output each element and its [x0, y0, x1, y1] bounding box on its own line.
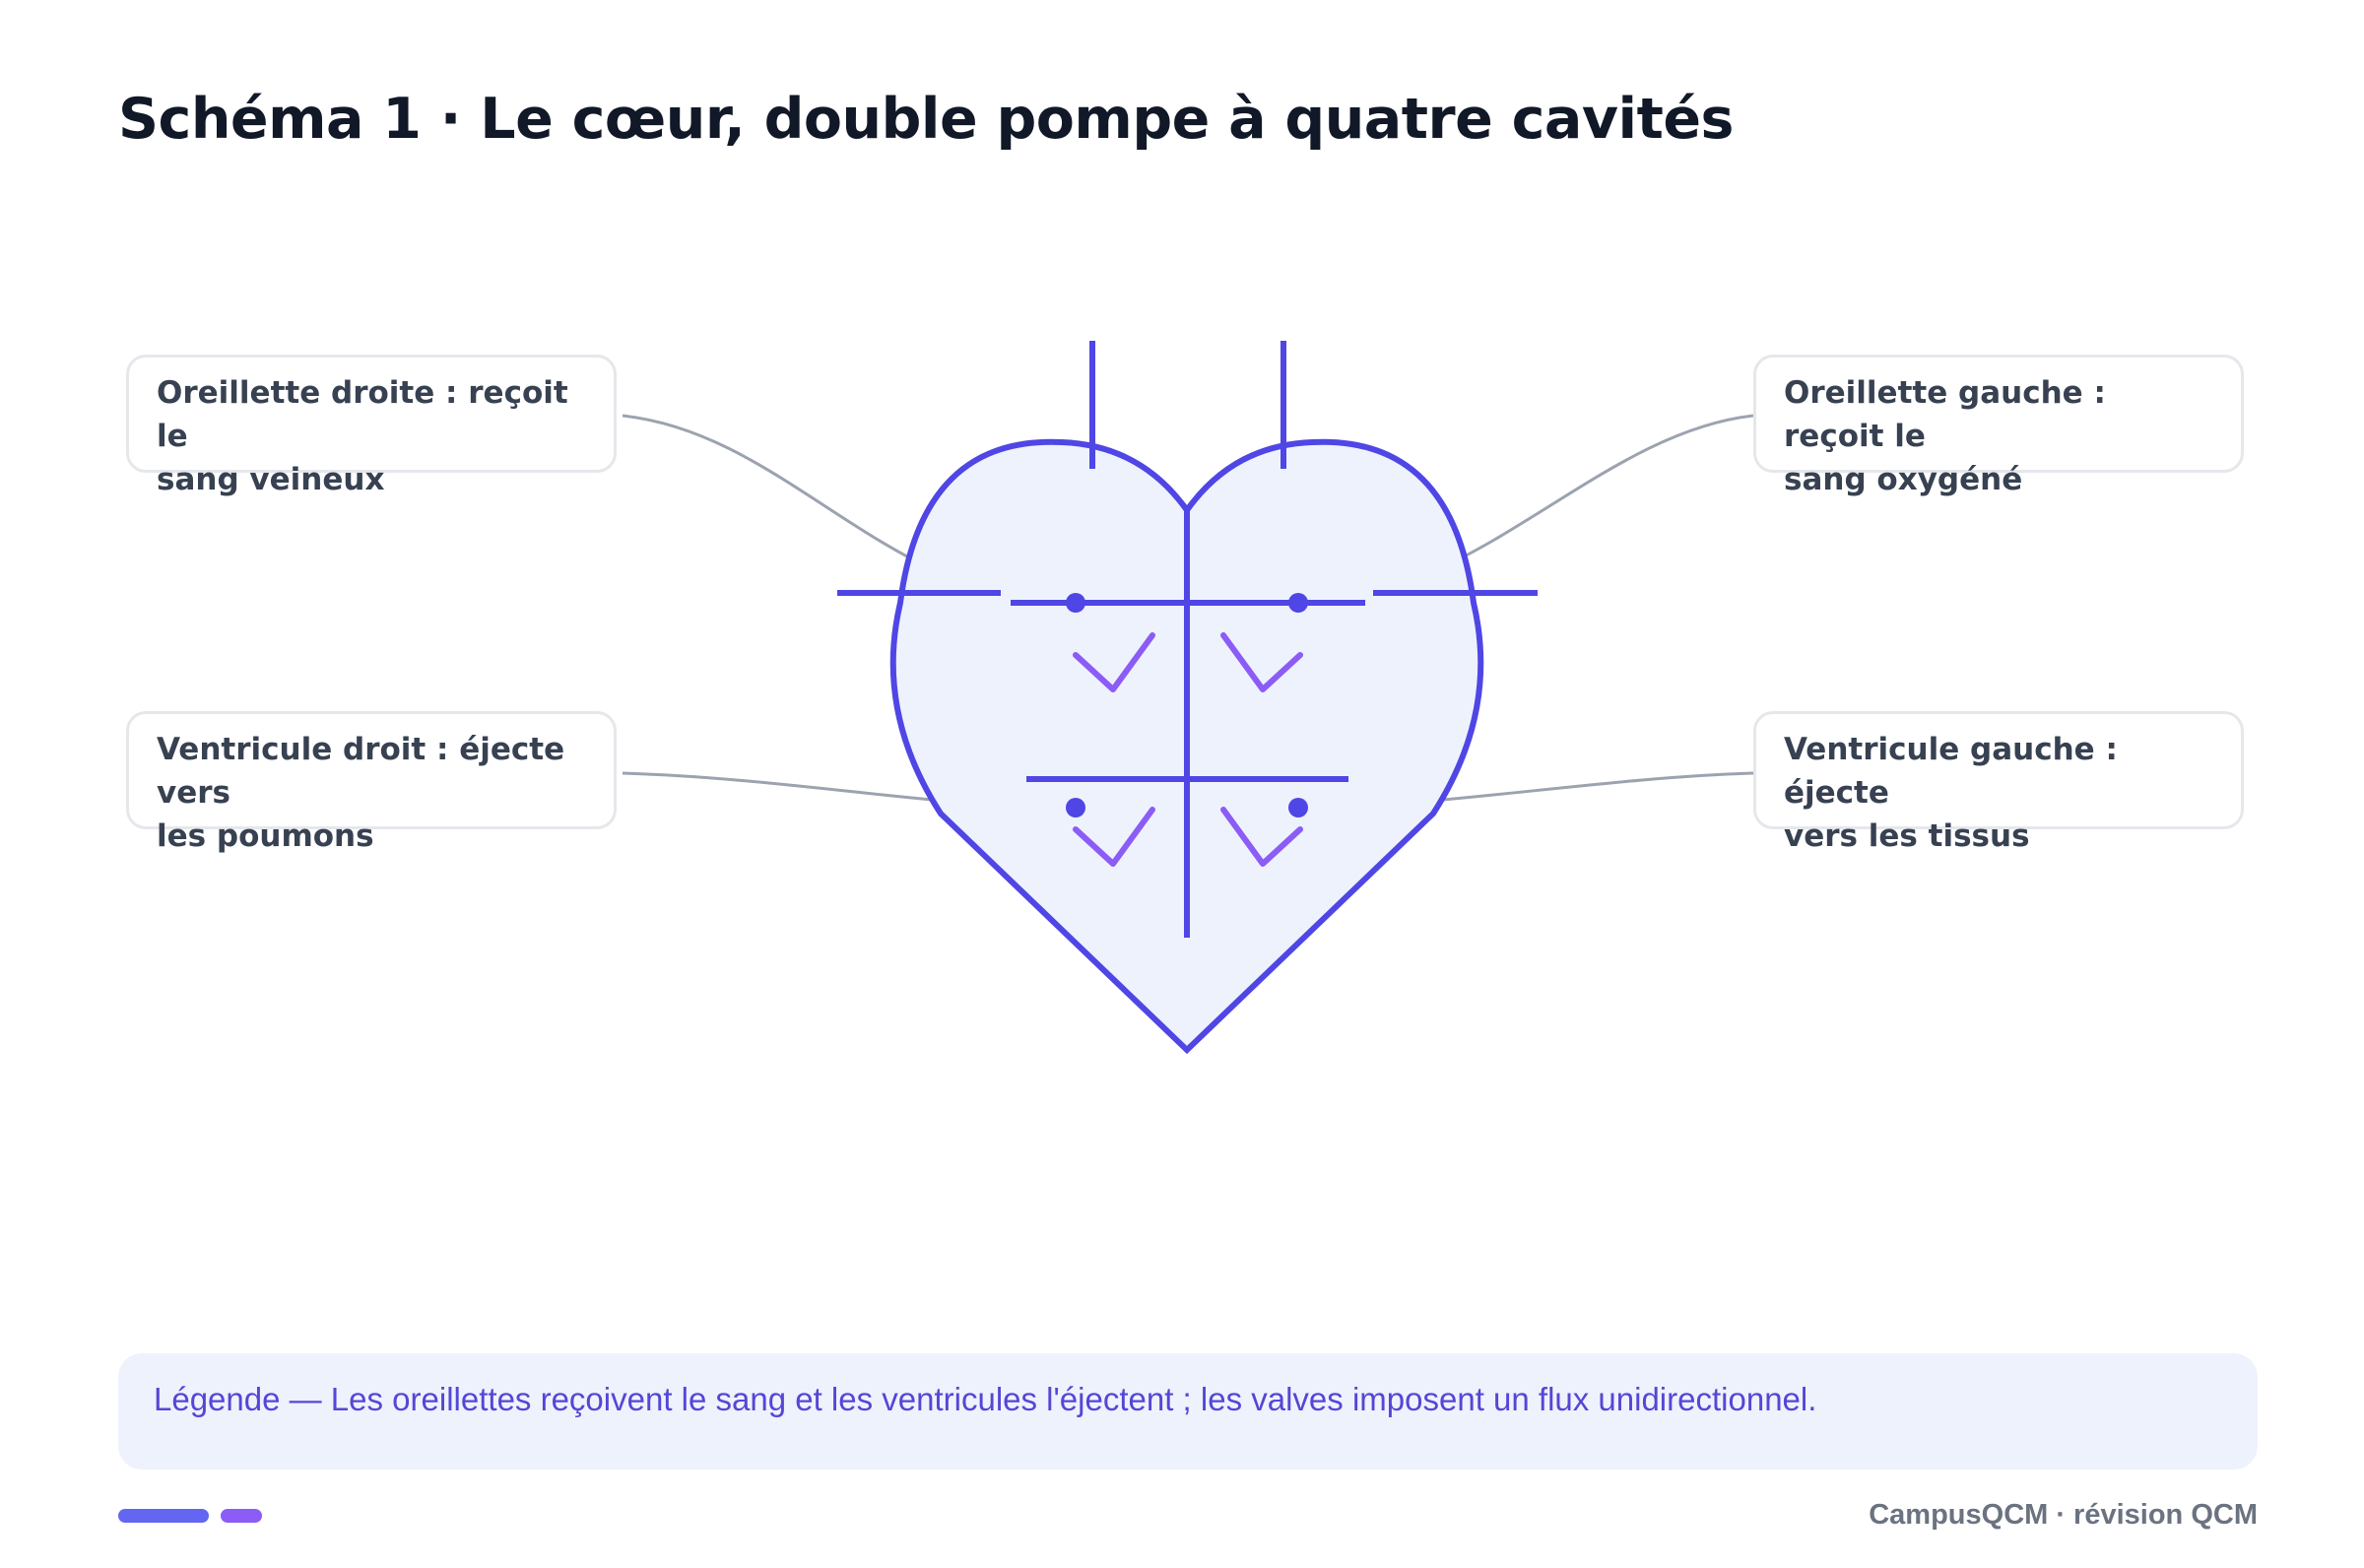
valve-aortic — [1220, 807, 1303, 867]
valves — [1073, 632, 1303, 867]
callout-line: Oreillette droite : reçoit le — [157, 375, 568, 454]
callout-line: Ventricule droit : éjecte vers — [157, 732, 565, 811]
callout-line: les poumons — [157, 818, 374, 854]
callout-line: sang oxygéné — [1784, 462, 2023, 497]
valve-tricuspid — [1073, 632, 1155, 692]
valve-pulmonary — [1073, 807, 1155, 867]
callout-line: vers les tissus — [1784, 818, 2030, 854]
anchor-ventricule-droit — [1066, 798, 1085, 817]
callout-ventricule-gauche: Ventricule gauche : éjecte vers les tiss… — [1753, 711, 2244, 854]
callout-line: Ventricule gauche : éjecte — [1784, 732, 2118, 811]
anchor-oreillette-gauche — [1288, 593, 1308, 613]
callout-oreillette-droite: Oreillette droite : reçoit le sang veine… — [126, 355, 617, 497]
anchor-dots — [1066, 593, 1308, 817]
callout-oreillette-gauche: Oreillette gauche : reçoit le sang oxygé… — [1753, 355, 2244, 497]
callout-line: Oreillette gauche : reçoit le — [1784, 375, 2106, 454]
valve-mitral — [1220, 632, 1303, 692]
page-title: Schéma 1 · Le cœur, double pompe à quatr… — [118, 87, 1734, 152]
callout-ventricule-droit: Ventricule droit : éjecte vers les poumo… — [126, 711, 617, 854]
legend-text: Légende — Les oreillettes reçoivent le s… — [154, 1381, 1817, 1417]
anchor-oreillette-droite — [1066, 593, 1085, 613]
legend-box: Légende — Les oreillettes reçoivent le s… — [118, 1353, 2258, 1470]
brand-bar-primary — [118, 1509, 209, 1523]
anchor-ventricule-gauche — [1288, 798, 1308, 817]
footer-brand: CampusQCM · révision QCM — [1869, 1499, 2258, 1531]
callout-line: sang veineux — [157, 462, 385, 497]
brand-bar-secondary — [221, 1509, 262, 1523]
